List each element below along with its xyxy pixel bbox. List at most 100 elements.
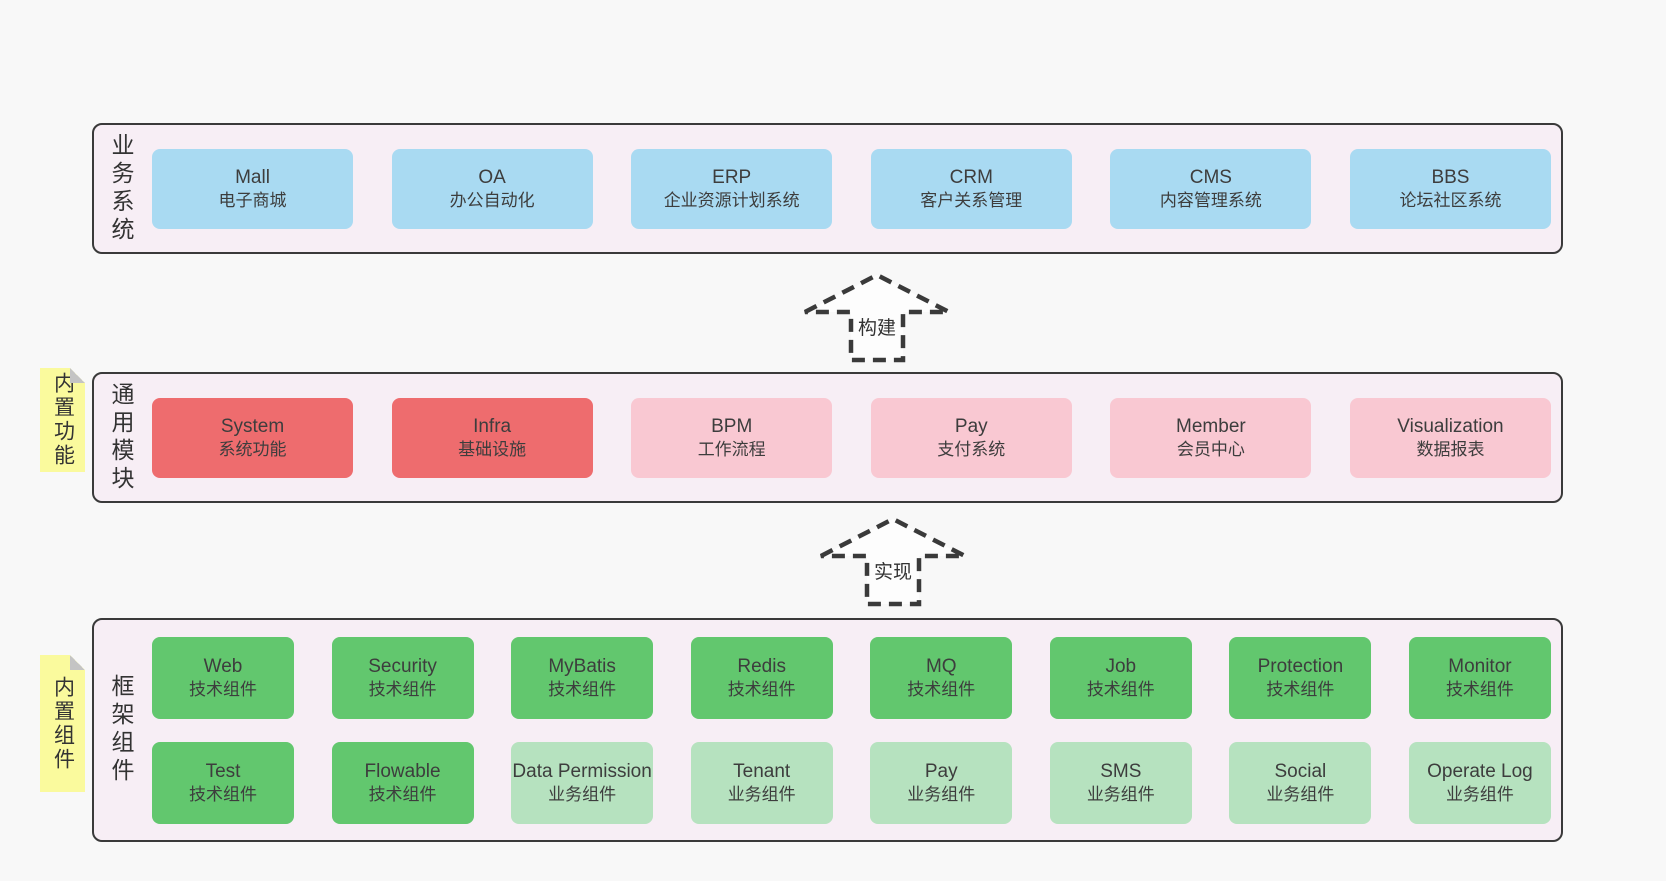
box-desc: 客户关系管理 <box>920 190 1023 210</box>
box-name: Infra <box>473 415 512 437</box>
box-desc: 论坛社区系统 <box>1399 190 1502 210</box>
arrow-implement-label: 实现 <box>870 557 916 584</box>
box-name: Security <box>368 655 437 677</box>
box-name: Pay <box>954 415 988 437</box>
note-fold-corner <box>70 368 85 383</box>
sticky-note-builtin-features: 内置功能 <box>40 368 85 472</box>
box-desc: 技术组件 <box>1266 679 1335 699</box>
box-name: Data Permission <box>512 760 652 782</box>
box-desc: 业务组件 <box>727 784 796 804</box>
layer-label-text: 通用模块 <box>108 381 134 494</box>
box-desc: 会员中心 <box>1176 439 1245 459</box>
box-desc: 业务组件 <box>1445 784 1514 804</box>
box-desc: 技术组件 <box>189 784 257 804</box>
box-desc: 业务组件 <box>548 784 617 804</box>
layer-label-text: 框架组件 <box>108 674 134 786</box>
box-name: SMS <box>1100 760 1142 782</box>
box-desc: 技术组件 <box>1445 679 1514 699</box>
box-desc: 电子商城 <box>218 190 287 210</box>
box-desc: 工作流程 <box>697 439 766 459</box>
box-desc: 业务组件 <box>1086 784 1155 804</box>
box-name: Redis <box>737 655 786 677</box>
box-name: Pay <box>924 760 958 782</box>
box-name: ERP <box>712 166 752 188</box>
box-desc: 技术组件 <box>1086 679 1155 699</box>
box-name: Operate Log <box>1427 760 1533 782</box>
box-desc: 技术组件 <box>907 679 976 699</box>
dashed-up-arrow-build: 构建 <box>800 269 954 364</box>
box-desc: 技术组件 <box>189 679 257 699</box>
box-name: Member <box>1176 415 1246 437</box>
arrow-build-label: 构建 <box>854 313 900 340</box>
layer-label-components: 框架组件 <box>94 620 148 840</box>
box-desc: 技术组件 <box>548 679 617 699</box>
box-name: Visualization <box>1397 415 1504 437</box>
box-name: CMS <box>1189 166 1232 188</box>
box-name: System <box>220 415 285 437</box>
box-desc: 业务组件 <box>1266 784 1335 804</box>
box-desc: 企业资源计划系统 <box>663 190 800 210</box>
box-desc: 支付系统 <box>937 439 1006 459</box>
box-desc: 数据报表 <box>1416 439 1485 459</box>
box-desc: 技术组件 <box>368 679 437 699</box>
box-name: BBS <box>1431 166 1470 188</box>
box-desc: 技术组件 <box>727 679 796 699</box>
box-desc: 办公自动化 <box>449 190 535 210</box>
box-name: BPM <box>711 415 753 437</box>
box-desc: 业务组件 <box>907 784 976 804</box>
box-name: Flowable <box>364 760 441 782</box>
box-name: Mall <box>235 166 270 188</box>
box-desc: 技术组件 <box>368 784 437 804</box>
box-name: Job <box>1105 655 1137 677</box>
note-text: 内置组件 <box>51 675 75 772</box>
box-desc: 内容管理系统 <box>1159 190 1262 210</box>
box-desc: 系统功能 <box>218 439 287 459</box>
sticky-note-builtin-components: 内置组件 <box>40 655 85 792</box>
note-fold-corner <box>70 655 85 670</box>
box-name: Monitor <box>1448 655 1512 677</box>
box-desc: 基础设施 <box>458 439 527 459</box>
note-text: 内置功能 <box>51 372 75 468</box>
box-name: CRM <box>949 166 993 188</box>
box-name: Web <box>203 655 243 677</box>
box-name: Social <box>1274 760 1327 782</box>
box-name: MQ <box>925 655 957 677</box>
layer-label-business: 业务系统 <box>94 125 148 252</box>
